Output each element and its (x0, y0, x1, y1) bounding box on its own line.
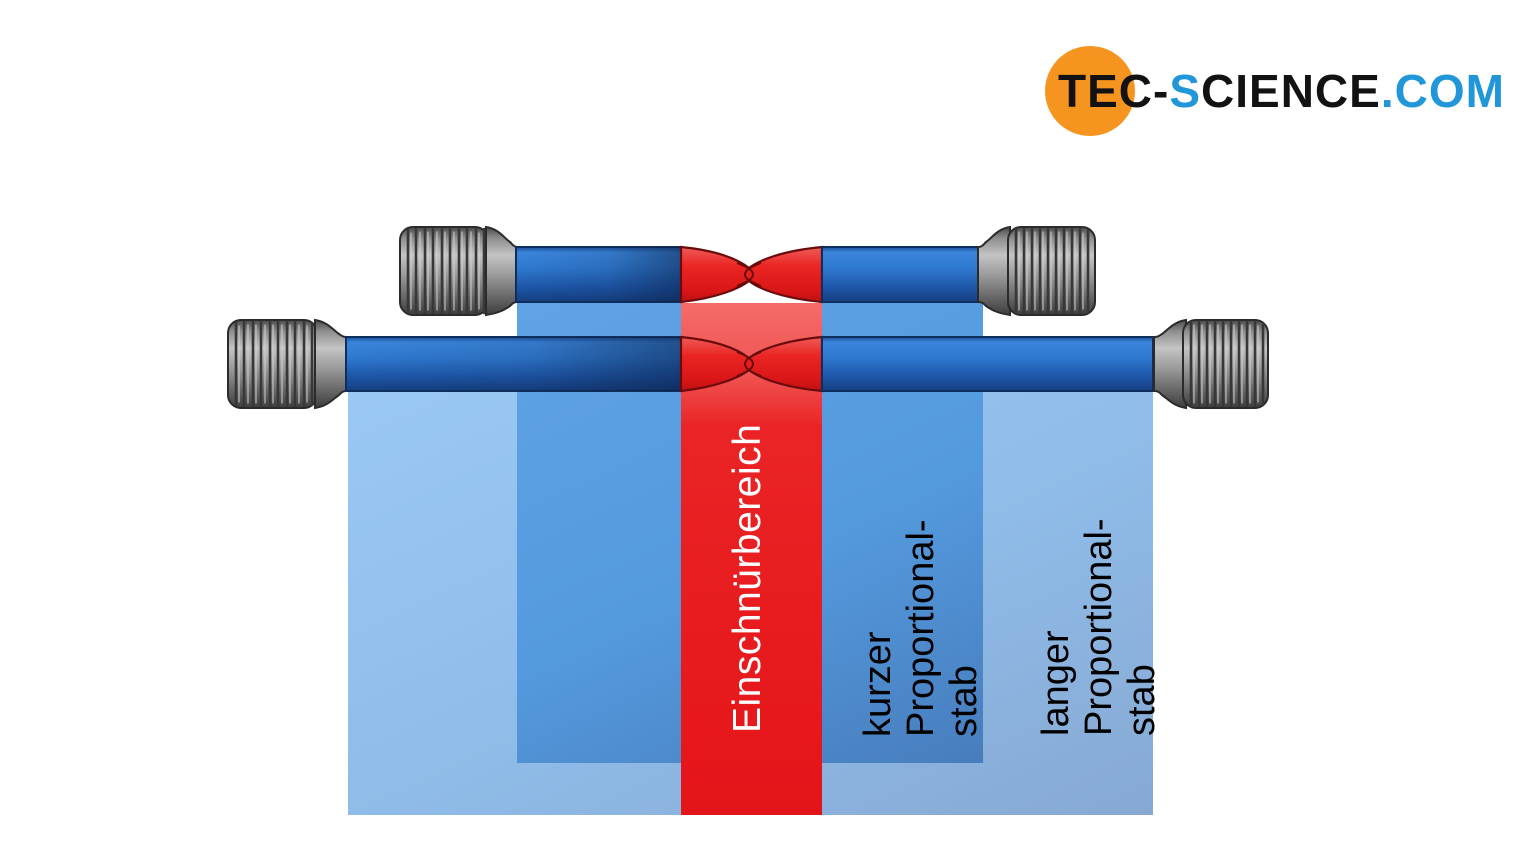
label-long-proportional-rod: langer Proportional- stab (1035, 518, 1163, 736)
specimen-short-threaded-head-right (1007, 226, 1096, 316)
specimen-long-threaded-head-left (227, 319, 318, 409)
specimen-short-gauge-bar-right (821, 246, 980, 303)
specimen-long-shoulder-right (1153, 318, 1187, 410)
logo-part-tec: TEC- (1058, 65, 1170, 117)
specimen-short-gauge-bar-left (515, 246, 683, 303)
specimen-short-threaded-head-left (399, 226, 489, 316)
logo-wordmark: TEC-SCIENCE.COM (1058, 64, 1505, 118)
specimen-long-shoulder-left (314, 318, 348, 410)
logo-part-com: .COM (1380, 65, 1505, 117)
specimen-short-shoulder-left (485, 225, 519, 317)
specimen-short (399, 225, 1096, 317)
label-necking-area: Einschnürbereich (726, 423, 769, 733)
logo-orange-circle (1045, 46, 1135, 136)
specimen-long-threaded-head-right (1182, 319, 1269, 409)
label-short-proportional-rod: kurzer Proportional- stab (857, 519, 985, 737)
logo-part-s: S (1169, 65, 1202, 117)
specimen-short-necked-fracture-zone (679, 245, 824, 304)
logo-part-cience: CIENCE (1201, 65, 1381, 117)
tec-science-logo: TEC-SCIENCE.COM (1040, 42, 1504, 142)
specimen-short-shoulder-right (977, 225, 1011, 317)
